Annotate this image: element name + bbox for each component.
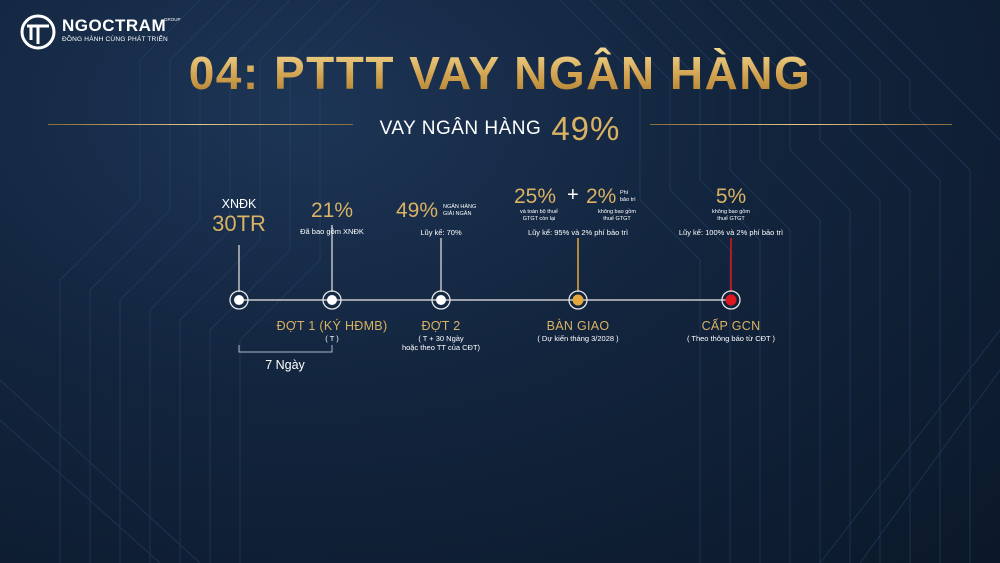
dot2-cumulative: Lũy kế: 70% — [420, 228, 462, 237]
logo-mark-icon — [20, 14, 56, 50]
brand-logo[interactable]: NGOCTRAM GROUP ĐỒNG HÀNH CÙNG PHÁT TRIỂN — [20, 14, 181, 50]
brand-tagline: ĐỒNG HÀNH CÙNG PHÁT TRIỂN — [62, 36, 168, 43]
dot1-timing: ( T ) — [325, 334, 339, 343]
handover-note-line2: GTGT còn lại — [522, 216, 556, 222]
handover-note-line1: và toàn bộ thuế — [520, 209, 558, 215]
certificate-name: CẤP GCN — [701, 319, 761, 333]
certificate-percent: 5% — [715, 185, 747, 208]
dot2-note-line2: GIẢI NGÂN — [443, 211, 472, 217]
handover-name: BÀN GIAO — [546, 319, 610, 333]
divider-left — [48, 124, 353, 125]
dot1-name: ĐỢT 1 (KÝ HĐMB) — [276, 319, 388, 333]
node-xndk — [229, 290, 249, 310]
certificate-cumulative: Lũy kế: 100% và 2% phí bảo trì — [678, 228, 784, 237]
maintenance-fee-note-line1: không bao gồm — [598, 209, 636, 215]
dot1-percent: 21% — [310, 199, 354, 222]
xndk-value: 30TR — [212, 211, 266, 236]
node-handover — [568, 290, 588, 310]
brand-name: NGOCTRAM — [62, 16, 167, 35]
node-certificate — [721, 290, 741, 310]
handover-plus: + — [567, 184, 579, 206]
maintenance-fee-note-line2: thuế GTGT — [603, 216, 631, 222]
page-title: 04: PTTT VAY NGÂN HÀNG — [0, 46, 1000, 100]
certificate-note-line1: không bao gồm — [712, 209, 750, 215]
handover-cumulative: Lũy kế: 95% và 2% phí bảo trì — [527, 228, 629, 237]
xndk-label: XNĐK — [221, 197, 257, 211]
node-dot2 — [431, 290, 451, 310]
maintenance-fee-percent: 2% — [586, 185, 617, 208]
duration-label: 7 Ngày — [265, 358, 305, 372]
dot2-note-line1: NGÂN HÀNG — [443, 204, 477, 210]
handover-timing: ( Dự kiến tháng 3/2028 ) — [537, 334, 619, 343]
certificate-note-line2: thuế GTGT — [717, 216, 745, 222]
duration-bracket — [238, 345, 333, 353]
subtitle-label: VAY NGÂN HÀNG — [379, 118, 542, 139]
subtitle: VAY NGÂN HÀNG 49% — [360, 110, 640, 148]
divider-right — [650, 124, 952, 125]
maintenance-fee-line2: bảo trì — [620, 197, 636, 203]
dot2-timing-line1: ( T + 30 Ngày — [418, 334, 464, 343]
brand-sup: GROUP — [164, 17, 181, 22]
subtitle-percent: 49% — [551, 110, 621, 147]
dot2-name: ĐỢT 2 — [421, 319, 461, 333]
node-dot1 — [322, 290, 342, 310]
dot2-timing-line2: hoặc theo TT của CĐT) — [401, 343, 481, 352]
handover-percent: 25% — [514, 185, 557, 208]
maintenance-fee-line1: Phí — [620, 190, 629, 196]
dot1-note: Đã bao gồm XNĐK — [300, 227, 364, 236]
dot2-percent: 49% — [396, 199, 439, 222]
certificate-timing: ( Theo thông báo từ CĐT ) — [686, 334, 776, 343]
